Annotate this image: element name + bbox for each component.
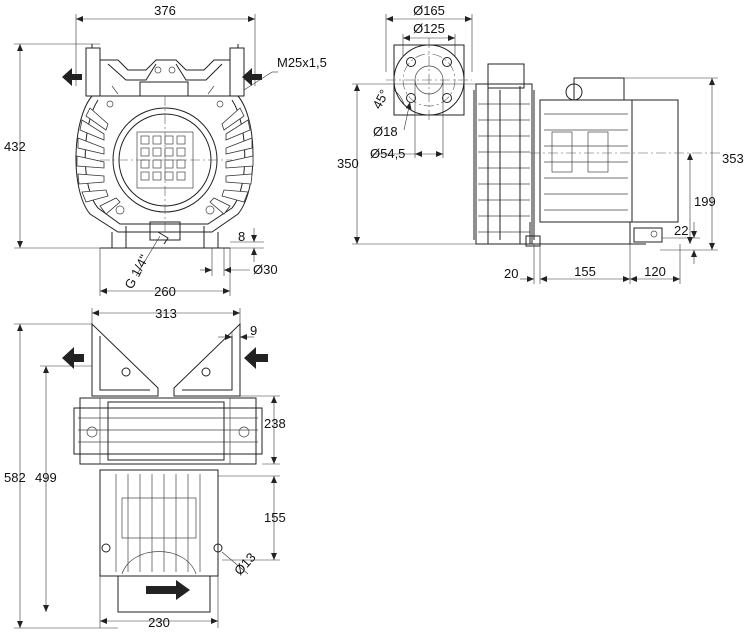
top-outlet-arrow — [62, 347, 84, 369]
front-base-width-dimension: 260 — [154, 284, 176, 299]
side-foot-spacing-dimension: 155 — [574, 264, 596, 279]
top-length-dimension: 499 — [35, 470, 57, 485]
top-blower-body — [73, 397, 263, 465]
front-outlet-arrow — [62, 68, 82, 86]
top-total-length-dimension: 582 — [4, 470, 26, 485]
front-fan-cover — [100, 96, 232, 232]
top-width-dimension: 313 — [155, 306, 177, 321]
top-foot-spacing-dimension: 155 — [264, 510, 286, 525]
side-blower-body — [473, 63, 535, 245]
top-rotation-arrow — [146, 580, 190, 600]
bolt-angle-dimension: 45° — [369, 87, 391, 111]
top-base-width-dimension: 230 — [148, 615, 170, 630]
front-width-dimension: 376 — [154, 3, 176, 18]
top-view: 313 9 582 499 — [4, 306, 286, 630]
front-height-dimension: 432 — [4, 139, 26, 154]
top-inlet-arrow — [244, 347, 268, 369]
flange-offset-dimension: 9 — [250, 323, 257, 338]
top-foot-hole-dimension: Ø13 — [231, 550, 259, 578]
side-rear-offset-dimension: 120 — [644, 264, 666, 279]
top-flange-wings — [91, 322, 241, 397]
front-casing — [75, 95, 254, 233]
flange-outer-dimension: Ø165 — [413, 3, 445, 18]
front-base — [100, 221, 230, 249]
side-motor — [539, 77, 679, 223]
side-view: Ø165 Ø125 45° Ø18 Ø54,5 — [337, 3, 744, 284]
side-left-height-dimension: 350 — [337, 156, 359, 171]
foot-thickness-dimension: 8 — [238, 229, 245, 244]
flange-bolt-circle-dimension: Ø125 — [413, 21, 445, 36]
side-offset-dimension: 20 — [504, 266, 518, 281]
side-foot-height-dimension: 22 — [674, 223, 688, 238]
top-body-dimension: 238 — [264, 416, 286, 431]
bolt-hole-dimension: Ø18 — [373, 124, 398, 139]
front-inlet-arrow — [242, 68, 262, 86]
drain-port-label: G 1/4" — [121, 252, 152, 292]
side-right-height-dimension: 353 — [722, 151, 744, 166]
front-flange-assembly — [85, 44, 245, 97]
bore-dimension: Ø54,5 — [370, 146, 405, 161]
front-view: 376 432 M25x1,5 — [4, 3, 327, 299]
front-foot-hole-dimension: Ø30 — [253, 262, 278, 277]
thread-dimension: M25x1,5 — [277, 55, 327, 70]
top-motor — [99, 469, 223, 613]
side-flange — [386, 38, 472, 122]
axis-height-dimension: 199 — [694, 194, 716, 209]
